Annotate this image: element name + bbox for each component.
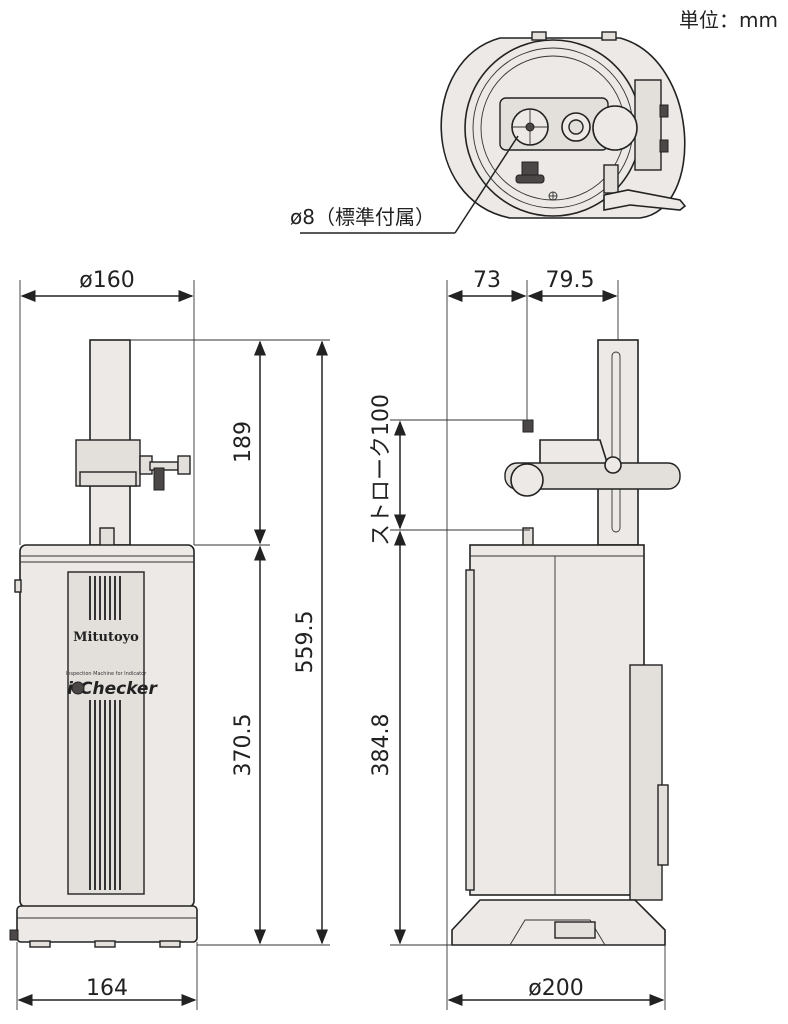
dim-body-height: 370.5 <box>231 545 266 945</box>
dim-column-height: 189 <box>231 340 266 545</box>
brand-logo: Mitutoyo <box>73 630 139 645</box>
dim-front-width-bottom: 164 <box>16 942 198 1010</box>
dim-total-height: 559.5 <box>293 340 328 945</box>
callout-label: ø8（標準付属） <box>290 205 435 229</box>
side-view <box>451 339 681 946</box>
front-view: Mitutoyo Inspection Machine for Indicato… <box>9 339 198 948</box>
brand-product: i-Checker <box>67 679 158 699</box>
top-view <box>440 31 687 219</box>
dim-base-diameter: ø200 <box>447 945 666 1010</box>
product-i-icon <box>71 681 85 695</box>
svg-text:164: 164 <box>86 976 128 1001</box>
brand-tagline: Inspection Machine for Indicator <box>66 671 147 677</box>
svg-text:189: 189 <box>231 421 256 463</box>
svg-text:ø160: ø160 <box>79 268 134 293</box>
unit-label: 単位：mm <box>679 8 778 32</box>
callout-leader <box>454 135 519 234</box>
svg-text:559.5: 559.5 <box>293 611 318 674</box>
dim-stroke: ストローク100 <box>369 394 406 546</box>
svg-text:73: 73 <box>473 268 501 293</box>
svg-text:370.5: 370.5 <box>231 714 256 777</box>
svg-text:ø200: ø200 <box>528 976 583 1001</box>
dim-front-width-top: ø160 <box>19 268 195 545</box>
dim-side-height: 384.8 <box>369 530 406 945</box>
front-vents <box>89 576 121 890</box>
dim-side-offsets: 73 79.5 <box>446 268 619 1010</box>
svg-text:79.5: 79.5 <box>546 268 595 293</box>
svg-text:ストローク100: ストローク100 <box>369 394 394 546</box>
svg-text:384.8: 384.8 <box>369 714 394 777</box>
